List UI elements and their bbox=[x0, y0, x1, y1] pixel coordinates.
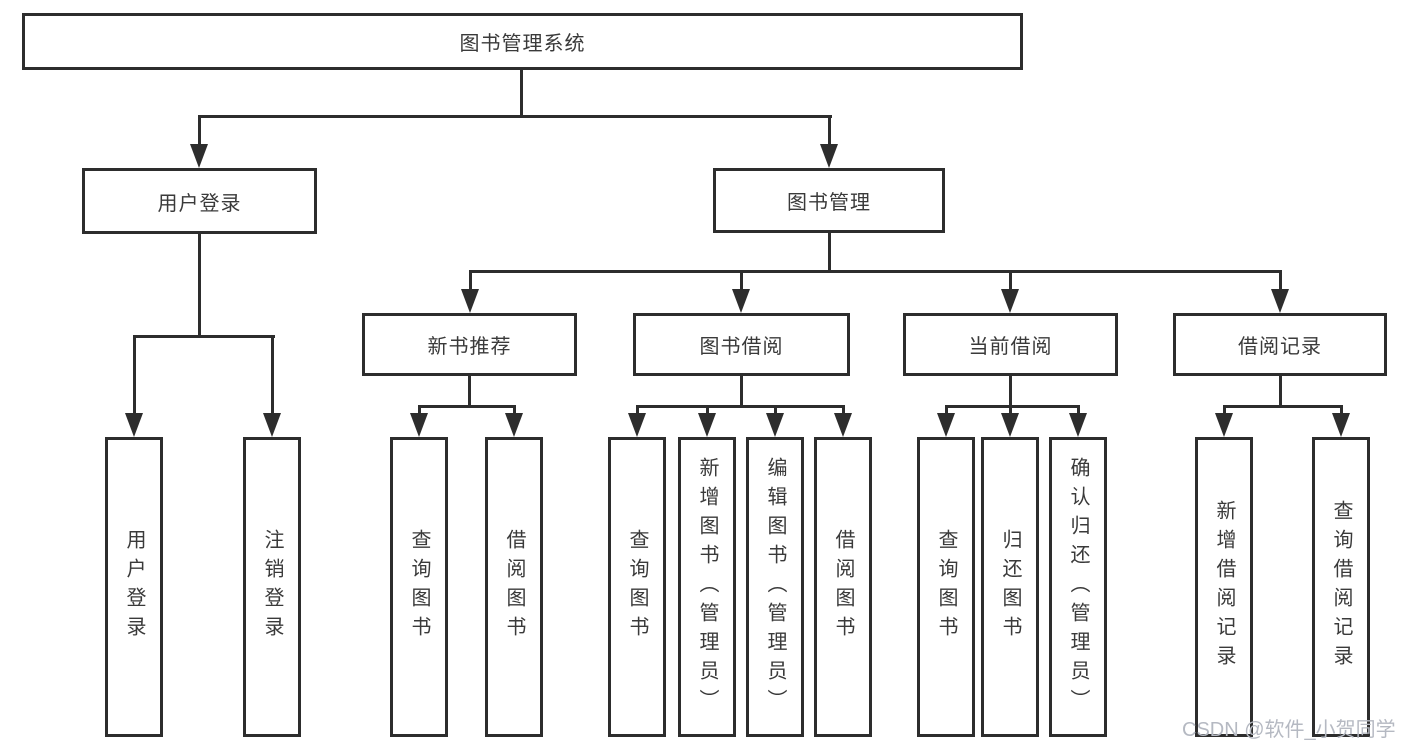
arrowhead-book-borrow-icon bbox=[732, 289, 750, 313]
node-new-book-recommend: 新书推荐 bbox=[362, 313, 577, 376]
arrowhead-l3c-leaf3-icon bbox=[1069, 413, 1087, 437]
arrowhead-book-mgmt-icon bbox=[820, 144, 838, 168]
node-leaf-borrow-books-recommend: 借阅图书 bbox=[485, 437, 543, 737]
node-root: 图书管理系统 bbox=[22, 13, 1023, 70]
node-leaf-query-borrow-record-label: 查询借阅记录 bbox=[1330, 500, 1352, 674]
connector-root-arm-left bbox=[198, 115, 201, 150]
watermark: CSDN @软件_小贺同学 bbox=[1182, 719, 1396, 741]
node-leaf-confirm-return-admin-label: 确认归还（管理员） bbox=[1067, 456, 1089, 718]
connector-mgmt-arm-3 bbox=[1009, 270, 1012, 292]
connector-l3b-crossbar bbox=[636, 405, 845, 408]
arrowhead-leaf-logout-icon bbox=[263, 413, 281, 437]
node-leaf-logout-login-label: 注销登录 bbox=[261, 529, 283, 645]
node-leaf-return-books-label: 归还图书 bbox=[999, 529, 1021, 645]
connector-mgmt-arm-4 bbox=[1279, 270, 1282, 292]
arrowhead-l3c-leaf1-icon bbox=[937, 413, 955, 437]
node-current-borrowing: 当前借阅 bbox=[903, 313, 1118, 376]
node-leaf-user-login-label: 用户登录 bbox=[123, 529, 145, 645]
connector-l3d-crossbar bbox=[1223, 405, 1343, 408]
node-leaf-edit-books-admin: 编辑图书（管理员） bbox=[746, 437, 804, 737]
connector-l3c-crossbar bbox=[945, 405, 1080, 408]
connector-l3a-arm-1 bbox=[418, 405, 421, 419]
node-leaf-add-books-admin: 新增图书（管理员） bbox=[678, 437, 736, 737]
node-leaf-borrow-books-recommend-label: 借阅图书 bbox=[503, 529, 525, 645]
connector-l3d-stem bbox=[1279, 376, 1282, 407]
arrowhead-l3b-leaf2-icon bbox=[698, 413, 716, 437]
arrowhead-l3c-leaf2-icon bbox=[1001, 413, 1019, 437]
node-leaf-user-login: 用户登录 bbox=[105, 437, 163, 737]
node-book-management: 图书管理 bbox=[713, 168, 945, 233]
connector-mgmt-arm-1 bbox=[469, 270, 472, 292]
node-book-borrowing-label: 图书借阅 bbox=[699, 336, 784, 358]
node-leaf-query-books-borrowing: 查询图书 bbox=[608, 437, 666, 737]
connector-mgmt-crossbar bbox=[469, 270, 1282, 273]
node-root-label: 图书管理系统 bbox=[459, 33, 586, 55]
connector-login-arm-2 bbox=[271, 335, 274, 417]
connector-mgmt-arm-2 bbox=[740, 270, 743, 292]
arrowhead-l3d-leaf2-icon bbox=[1332, 413, 1350, 437]
arrowhead-l3b-leaf3-icon bbox=[766, 413, 784, 437]
node-leaf-borrow-books-borrowing: 借阅图书 bbox=[814, 437, 872, 737]
node-book-borrowing: 图书借阅 bbox=[633, 313, 850, 376]
node-leaf-query-books-recommend-label: 查询图书 bbox=[408, 529, 430, 645]
arrowhead-user-login-icon bbox=[190, 144, 208, 168]
node-leaf-add-books-admin-label: 新增图书（管理员） bbox=[696, 456, 718, 718]
connector-login-crossbar bbox=[133, 335, 275, 338]
connector-l3c-arm-3 bbox=[1077, 405, 1080, 419]
connector-root-crossbar bbox=[198, 115, 832, 118]
arrowhead-l3a-leaf1-icon bbox=[410, 413, 428, 437]
arrowhead-borrow-record-icon bbox=[1271, 289, 1289, 313]
arrowhead-l3b-leaf1-icon bbox=[628, 413, 646, 437]
node-current-borrowing-label: 当前借阅 bbox=[968, 336, 1053, 358]
node-leaf-query-books-current-label: 查询图书 bbox=[935, 529, 957, 645]
node-leaf-return-books: 归还图书 bbox=[981, 437, 1039, 737]
node-leaf-query-books-recommend: 查询图书 bbox=[390, 437, 448, 737]
connector-login-stem bbox=[198, 234, 201, 338]
node-borrow-records: 借阅记录 bbox=[1173, 313, 1387, 376]
connector-l3c-arm-2 bbox=[1009, 405, 1012, 419]
connector-l3d-arm-2 bbox=[1340, 405, 1343, 419]
node-leaf-edit-books-admin-label: 编辑图书（管理员） bbox=[764, 456, 786, 718]
node-user-login-label: 用户登录 bbox=[157, 192, 242, 215]
arrowhead-leaf-user-login-icon bbox=[125, 413, 143, 437]
connector-root-stem bbox=[520, 70, 523, 118]
arrowhead-l3b-leaf4-icon bbox=[834, 413, 852, 437]
connector-l3b-arm-2 bbox=[706, 405, 709, 419]
connector-l3a-arm-2 bbox=[513, 405, 516, 419]
connector-l3c-arm-1 bbox=[945, 405, 948, 419]
connector-l3a-crossbar bbox=[418, 405, 516, 408]
connector-l3a-stem bbox=[468, 376, 471, 407]
node-book-management-label: 图书管理 bbox=[787, 192, 871, 214]
node-user-login: 用户登录 bbox=[82, 168, 317, 234]
connector-l3d-arm-1 bbox=[1223, 405, 1226, 419]
node-leaf-add-borrow-record: 新增借阅记录 bbox=[1195, 437, 1253, 737]
arrowhead-l3d-leaf1-icon bbox=[1215, 413, 1233, 437]
connector-l3b-stem bbox=[740, 376, 743, 407]
connector-root-arm-right bbox=[828, 115, 831, 150]
node-leaf-borrow-books-borrowing-label: 借阅图书 bbox=[832, 529, 854, 645]
connector-l3c-stem bbox=[1009, 376, 1012, 407]
arrowhead-new-books-icon bbox=[461, 289, 479, 313]
node-borrow-records-label: 借阅记录 bbox=[1238, 336, 1322, 358]
connector-l3b-arm-1 bbox=[636, 405, 639, 419]
node-leaf-add-borrow-record-label: 新增借阅记录 bbox=[1213, 500, 1235, 674]
connector-mgmt-stem bbox=[828, 233, 831, 273]
node-leaf-query-books-current: 查询图书 bbox=[917, 437, 975, 737]
node-leaf-query-books-borrowing-label: 查询图书 bbox=[626, 529, 648, 645]
node-leaf-logout-login: 注销登录 bbox=[243, 437, 301, 737]
node-leaf-query-borrow-record: 查询借阅记录 bbox=[1312, 437, 1370, 737]
connector-l3b-arm-4 bbox=[842, 405, 845, 419]
connector-l3b-arm-3 bbox=[774, 405, 777, 419]
arrowhead-l3a-leaf2-icon bbox=[505, 413, 523, 437]
connector-login-arm-1 bbox=[133, 335, 136, 417]
node-leaf-confirm-return-admin: 确认归还（管理员） bbox=[1049, 437, 1107, 737]
arrowhead-current-borrow-icon bbox=[1001, 289, 1019, 313]
node-new-book-recommend-label: 新书推荐 bbox=[427, 336, 512, 358]
